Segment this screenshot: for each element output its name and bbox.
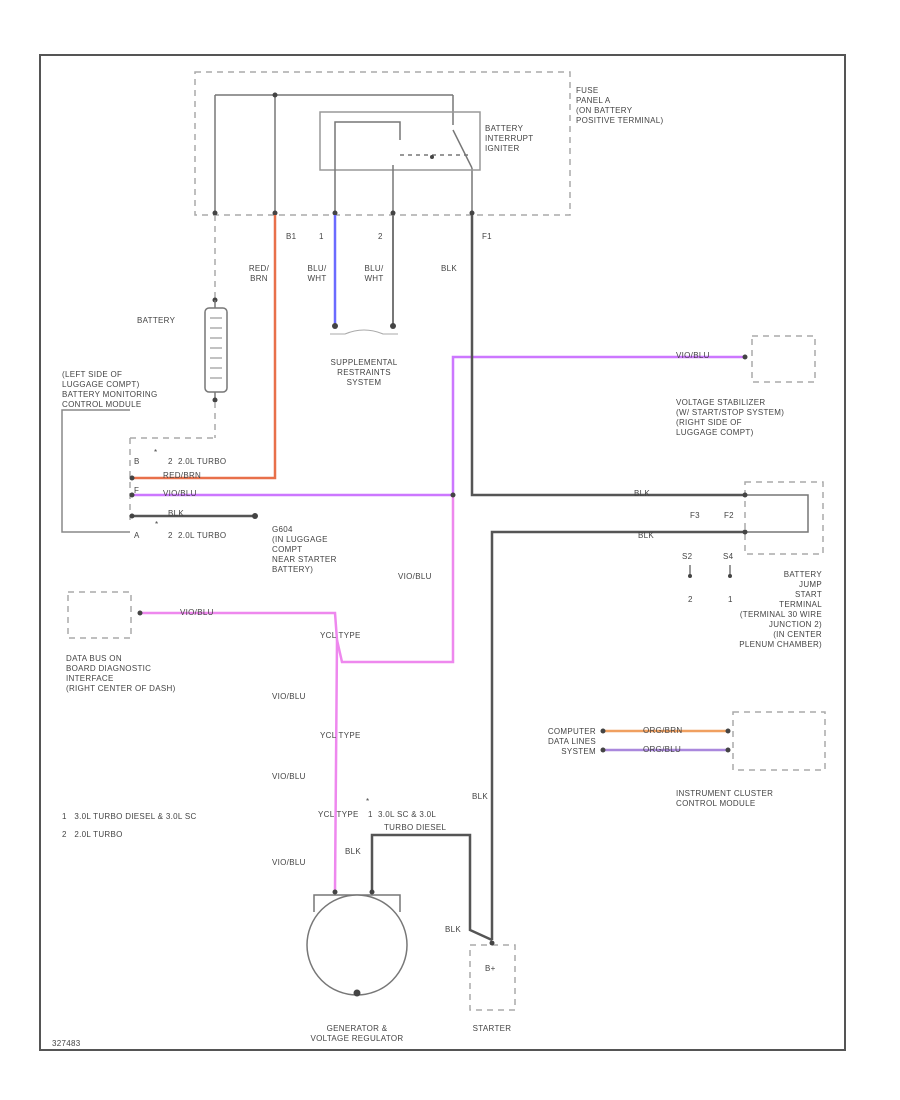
jump-stubs <box>689 565 731 575</box>
pin-1: 1 <box>319 232 324 241</box>
wire-blk-f2 <box>490 530 745 940</box>
battery-symbol <box>204 297 228 403</box>
note-turbo-bottom: 2.0L TURBO <box>178 531 227 540</box>
jump-pin-1: 1 <box>728 595 733 604</box>
fuse-node-dot <box>272 92 278 98</box>
battery-interrupt-label: BATTERY INTERRUPT IGNITER <box>485 124 534 153</box>
wire-red-brn <box>132 215 277 480</box>
note-star-2: * <box>155 520 159 529</box>
ycl-type-2: YCL TYPE <box>320 731 361 740</box>
data-bus-box <box>67 591 132 639</box>
wire-label-vio-blu-bm: VIO/BLU <box>163 489 197 498</box>
bm-module-outline <box>61 409 130 533</box>
starter-pin-dot <box>489 940 495 946</box>
pin-f1: F1 <box>482 232 492 241</box>
jump-stub-dots <box>688 574 732 578</box>
note-turbo-top: 2.0L TURBO <box>178 457 227 466</box>
ycl-type-3: YCL TYPE <box>318 810 359 819</box>
starter-pin-label: B+ <box>485 964 496 973</box>
pin-b1: B1 <box>286 232 297 241</box>
wire-label-vio-blu-gen-2: VIO/BLU <box>272 772 306 781</box>
wire-blk-generator <box>370 833 493 942</box>
cdl-terminal-dots <box>600 728 731 753</box>
instrument-cluster-box <box>732 711 826 771</box>
note-2-bm: 2 <box>168 457 173 466</box>
wire-label-blk-starter: BLK <box>472 792 489 801</box>
wire-label-blk-starter-2: BLK <box>445 925 462 934</box>
bm-pin-a: A <box>134 531 140 540</box>
cdl-label: COMPUTER DATA LINES SYSTEM <box>547 727 596 756</box>
ground-g604-dot <box>252 513 258 519</box>
ycl-type-1: YCL TYPE <box>320 631 361 640</box>
g604-label: G604 (IN LUGGAGE COMPT NEAR STARTER BATT… <box>272 525 337 574</box>
gen-variant-label: 3.0L SC & 3.0L <box>378 810 437 819</box>
wire-label-vio-blu-dlc: VIO/BLU <box>180 608 214 617</box>
starter-box <box>469 944 516 1011</box>
jump-terminal-box <box>744 481 824 555</box>
jump-internal <box>745 494 809 533</box>
gen-variant-sub: TURBO DIESEL <box>384 823 447 832</box>
splice-dot <box>450 492 456 498</box>
wire-vio-blu-databus <box>335 495 455 664</box>
diagram-id: 327483 <box>52 1039 81 1048</box>
pin-f2: F2 <box>724 511 734 520</box>
jump-terminal-label: BATTERY JUMP START TERMINAL (TERMINAL 30… <box>739 570 822 649</box>
bm-pin-f: F <box>134 486 140 495</box>
jump-pin-2: 2 <box>688 595 693 604</box>
bm-module-label: (LEFT SIDE OF LUGGAGE COMPT) BATTERY MON… <box>62 370 158 409</box>
pin-f3: F3 <box>690 511 700 520</box>
srs-bracket <box>330 329 398 335</box>
wire-label-vio-blu-gen-1: VIO/BLU <box>272 692 306 701</box>
battery-label: BATTERY <box>137 316 176 325</box>
wire-label-blu-wht-2: BLU/ WHT <box>364 264 384 283</box>
dlc-pin-dot <box>137 610 143 616</box>
footnote-1: 1 3.0L TURBO DIESEL & 3.0L SC <box>62 812 197 821</box>
wire-label-red-brn-h: RED/BRN <box>163 471 202 480</box>
note-2-bm-b: 2 <box>168 531 173 540</box>
vs-pin-dot <box>742 354 748 360</box>
ic-label: INSTRUMENT CLUSTER CONTROL MODULE <box>676 789 774 808</box>
jump-pin-s4: S4 <box>723 552 734 561</box>
wire-label-red-brn: RED/ BRN <box>248 264 270 283</box>
jump-pin-s2: S2 <box>682 552 693 561</box>
diagram-border <box>39 54 846 1051</box>
voltage-stabilizer-box <box>751 335 816 383</box>
data-bus-label: DATA BUS ON BOARD DIAGNOSTIC INTERFACE (… <box>66 654 176 693</box>
gen-variant-note-1: 1 <box>368 810 373 819</box>
fuse-panel-box <box>194 71 571 216</box>
wire-label-vio-blu-vs: VIO/BLU <box>676 351 710 360</box>
wire-label-blk-f1-h: BLK <box>634 489 651 498</box>
note-star-3: * <box>366 797 370 806</box>
interrupt-contact-dot <box>430 155 434 159</box>
wire-label-vio-blu-vert: VIO/BLU <box>398 572 432 581</box>
jump-pin-dots <box>742 492 748 535</box>
fuse-panel-label: FUSE PANEL A (ON BATTERY POSITIVE TERMIN… <box>576 86 664 125</box>
wire-label-vio-blu-gen-3: VIO/BLU <box>272 858 306 867</box>
starter-label: STARTER <box>472 1024 512 1033</box>
wire-label-blk-g604: BLK <box>168 509 185 518</box>
fuse-panel-internal <box>214 94 481 213</box>
wire-label-blk-gen: BLK <box>345 847 362 856</box>
wire-label-org-brn: ORG/BRN <box>643 726 683 735</box>
note-star-1: * <box>154 448 158 457</box>
wire-vio-blu-stabilizer <box>132 355 745 497</box>
bm-pin-markers <box>129 475 135 519</box>
wire-label-blk-f1: BLK <box>441 264 458 273</box>
wire-label-org-blu: ORG/BLU <box>643 745 682 754</box>
wire-vio-blu-dlc <box>140 611 339 891</box>
generator-label: GENERATOR & VOLTAGE REGULATOR <box>310 1024 404 1043</box>
wire-label-blu-wht-1: BLU/ WHT <box>307 264 327 283</box>
footnote-2: 2 2.0L TURBO <box>62 830 123 839</box>
pin-2: 2 <box>378 232 383 241</box>
wire-label-blk-f2-h: BLK <box>638 531 655 540</box>
fuse-panel-pins <box>212 210 475 216</box>
generator-symbol <box>306 889 408 997</box>
srs-terminals <box>332 323 396 329</box>
wire-blk-f1 <box>470 215 745 497</box>
srs-label: SUPPLEMENTAL RESTRAINTS SYSTEM <box>330 358 398 387</box>
bm-pin-b: B <box>134 457 140 466</box>
vs-label: VOLTAGE STABILIZER (W/ START/STOP SYSTEM… <box>676 398 785 437</box>
